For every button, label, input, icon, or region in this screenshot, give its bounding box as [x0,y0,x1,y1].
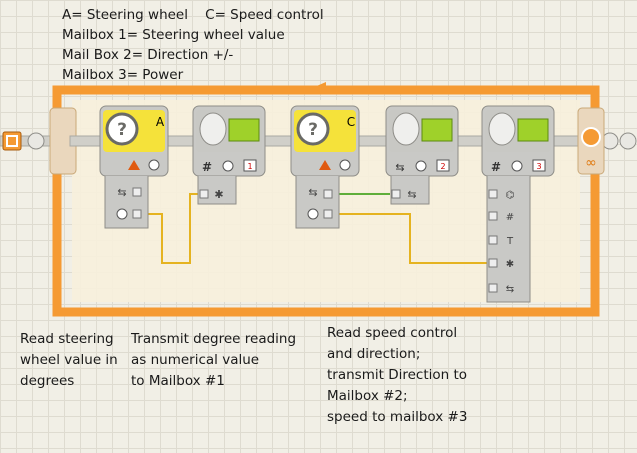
data-hub-3 [486,176,531,303]
svg-text:?: ? [308,120,318,140]
svg-text:⇆: ⇆ [117,186,126,199]
header-note-4: Mailbox 3= Power [62,67,184,83]
mailbox-3-icon [532,159,546,172]
send-mailbox-icon [421,118,453,142]
svg-text:1: 1 [247,162,252,171]
svg-text:T: T [506,236,514,247]
svg-text:2: 2 [440,162,445,171]
svg-text:⇆: ⇆ [308,186,317,199]
mailbox-2-icon [436,159,450,172]
send-message-2-block[interactable]: ⇆ 2 ⇆ [385,105,459,205]
description-transmit-degree: Transmit degree reading as numerical val… [131,331,297,389]
send-message-1-block[interactable]: # 1 ✱ [192,105,266,205]
send-mailbox-icon [228,118,260,142]
arrow-up-icon [128,160,140,170]
svg-text:⇆: ⇆ [407,188,416,201]
rotation-sensor-a-block[interactable]: ? A ⇆ [99,105,169,229]
svg-text:?: ? [117,120,127,140]
rotation-sensor-c-block[interactable]: ? C ⇆ [290,105,360,229]
mailbox-1-icon [243,159,257,172]
send-mailbox-icon [517,118,549,142]
header-note-1: A= Steering wheel C= Speed control [62,7,324,23]
svg-text:3: 3 [536,162,541,171]
arrow-up-icon [319,160,331,170]
rotation-sensor-icon [105,112,139,146]
bluetooth-icon [488,112,516,146]
svg-text:✱: ✱ [214,188,223,201]
header-note-2: Mailbox 1= Steering wheel value [62,27,285,43]
loop-direction-arrow-icon [312,82,326,94]
svg-text:#: # [506,212,514,223]
rotation-sensor-icon [296,112,330,146]
data-hub-c [295,176,340,229]
infinity-icon: ∞ [585,155,597,171]
send-message-3-block[interactable]: # 3 ⌬ # T ✱ ⇆ [481,105,555,303]
svg-text:⇆: ⇆ [506,284,514,295]
svg-text:#: # [491,160,501,174]
svg-text:#: # [202,160,212,174]
loop-end-block[interactable]: ∞ [577,107,605,175]
svg-text:✱: ✱ [506,259,514,270]
port-label-a: A [156,115,165,129]
bluetooth-icon [392,112,420,146]
svg-text:⌬: ⌬ [506,190,515,201]
port-label-c: C [347,115,355,129]
bluetooth-icon [199,112,227,146]
description-read-steering: Read steering wheel value in degrees [20,331,118,389]
start-point-icon[interactable] [2,131,22,151]
gauge-icon [339,159,351,171]
loop-repeat-icon [581,127,601,147]
description-read-speed: Read speed control and direction; transm… [327,325,468,425]
svg-text:⇆: ⇆ [395,161,404,174]
gauge-icon [148,159,160,171]
header-note-3: Mail Box 2= Direction +/- [62,47,234,63]
data-hub-a [104,176,149,229]
